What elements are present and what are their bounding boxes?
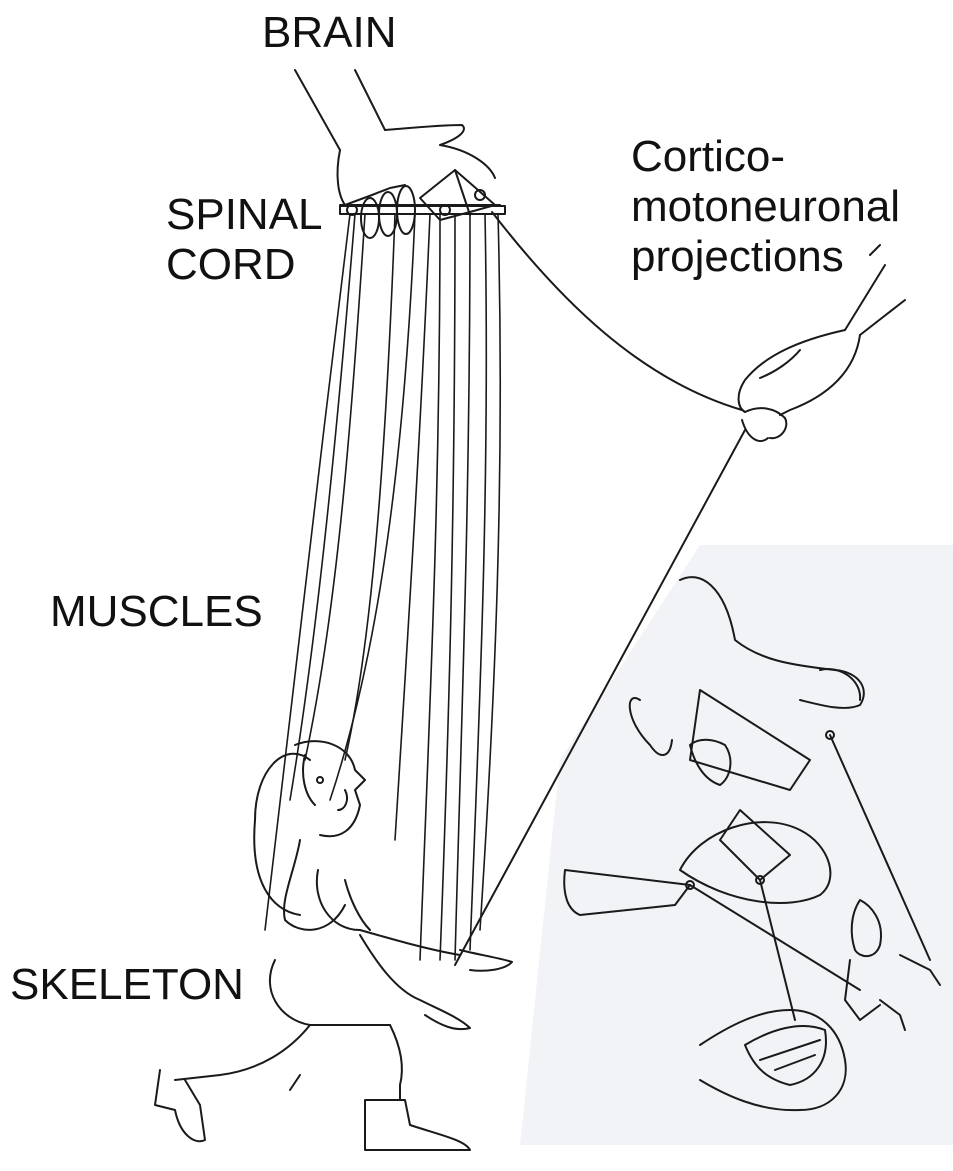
spinal-cord-label: SPINAL CORD — [166, 190, 323, 290]
cortico-label-line1: Cortico- — [631, 132, 900, 182]
cortico-motoneuronal-label: Cortico- motoneuronal projections — [631, 132, 900, 282]
cortico-label-line2: motoneuronal — [631, 182, 900, 232]
brain-label: BRAIN — [262, 8, 396, 58]
puppet — [155, 741, 512, 1150]
spinal-cord-label-line1: SPINAL — [166, 190, 323, 240]
cortico-label-line3: projections — [631, 232, 900, 282]
spinal-cord-label-line2: CORD — [166, 240, 323, 290]
skeleton-label: SKELETON — [10, 960, 244, 1010]
brain-hand — [295, 70, 500, 238]
muscles-label: MUSCLES — [50, 587, 263, 637]
inset-panel — [520, 545, 953, 1145]
muscle-strings — [265, 214, 500, 960]
